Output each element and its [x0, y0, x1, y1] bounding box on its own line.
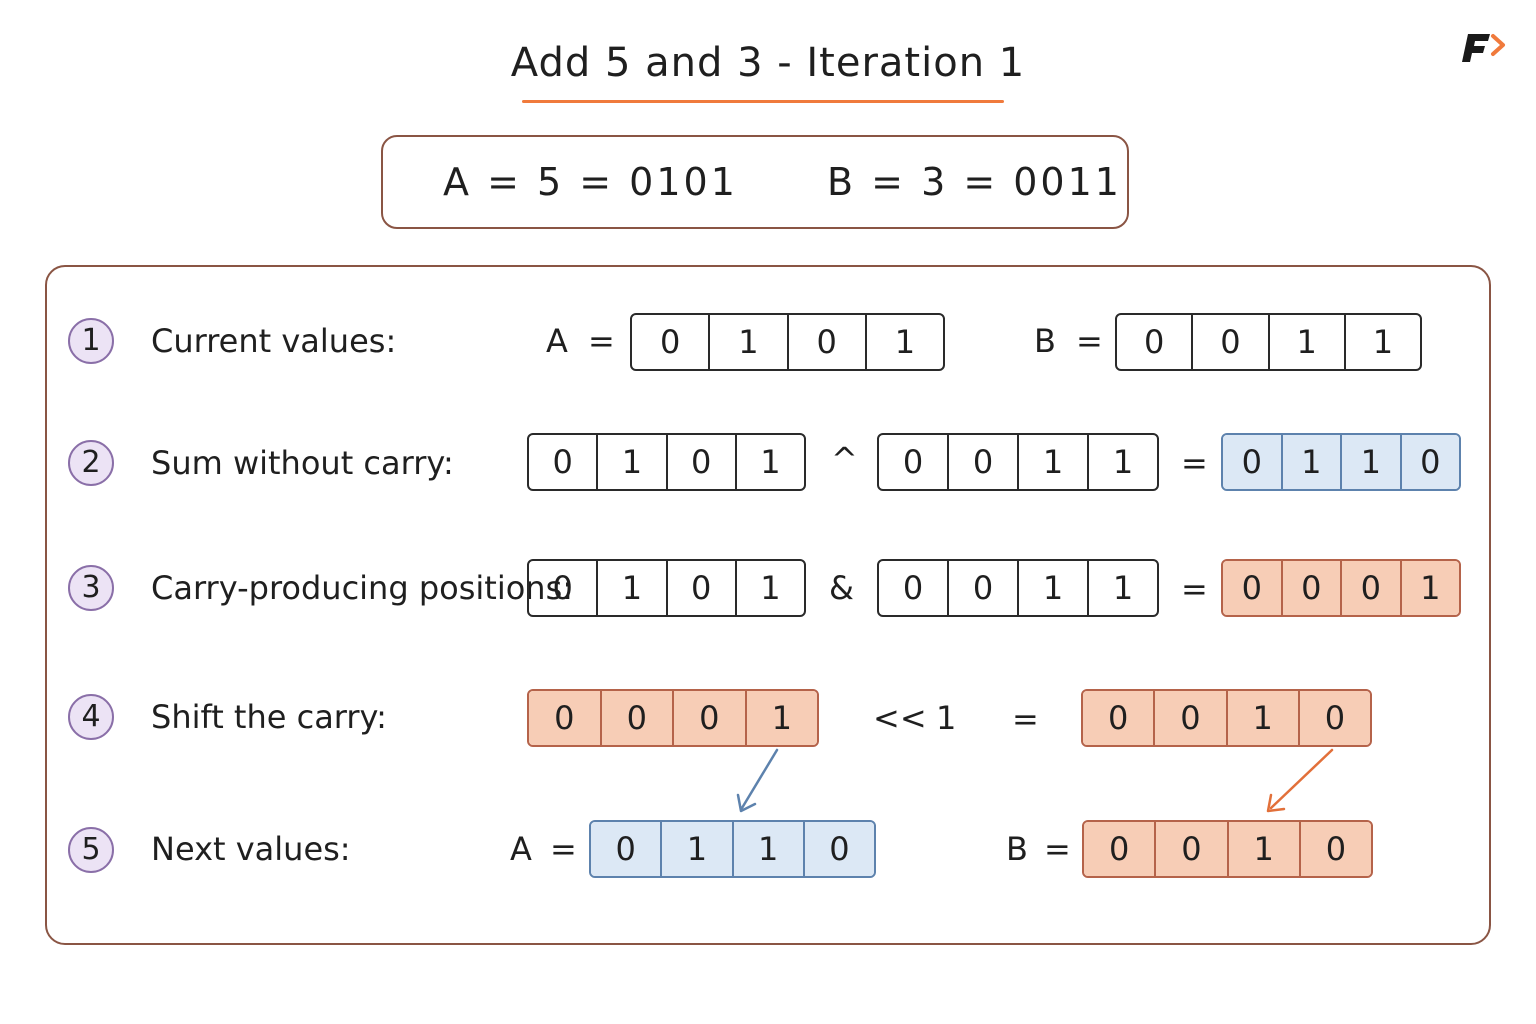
bit-cell: 1: [1087, 435, 1157, 489]
bit-cell: 1: [864, 315, 943, 369]
step4-register-result: 0 0 1 0: [1081, 689, 1372, 747]
bit-cell: 1: [734, 561, 804, 615]
step3-equals: =: [1181, 570, 1208, 608]
bit-cell: 0: [1154, 822, 1227, 876]
step2-register-left: 0 1 0 1: [527, 433, 806, 491]
step4-equals: =: [1012, 700, 1039, 738]
step-number-3: 3: [68, 565, 114, 611]
bit-cell: 0: [947, 561, 1017, 615]
step5-a-label: A: [510, 830, 532, 868]
step1-register-b: 0 0 1 1: [1115, 313, 1422, 371]
step5-b-label: B: [1006, 830, 1028, 868]
bit-cell: 1: [1343, 315, 1420, 369]
bit-cell: 0: [672, 691, 745, 745]
bit-cell: 0: [1223, 561, 1281, 615]
bit-cell: 0: [1083, 691, 1154, 745]
step2-xor-operator: ^: [831, 440, 858, 478]
bit-cell: 0: [591, 822, 661, 876]
bit-cell: 0: [786, 315, 865, 369]
bit-cell: 1: [1017, 561, 1087, 615]
step-number-2: 2: [68, 440, 114, 486]
bit-cell: 0: [665, 435, 735, 489]
bit-cell: 1: [1280, 435, 1340, 489]
bit-cell: 1: [1340, 435, 1400, 489]
bit-cell: 1: [731, 822, 803, 876]
step3-and-operator: &: [829, 569, 854, 607]
bit-cell: 0: [1191, 315, 1267, 369]
step1-b-label: B: [1034, 322, 1056, 360]
bit-cell: 0: [947, 435, 1017, 489]
step-number-1: 1: [68, 318, 114, 364]
step2-equals: =: [1181, 444, 1208, 482]
bit-cell: 0: [1340, 561, 1400, 615]
bit-cell: 0: [902, 443, 924, 481]
summary-a: A = 5 = 0101: [443, 160, 738, 204]
bit-cell: 0: [1280, 561, 1340, 615]
bit-cell: 1: [1225, 691, 1298, 745]
bit-cell: 0: [659, 323, 681, 361]
brand-logo-icon: [1462, 34, 1505, 62]
step1-register-a: 0 1 0 1: [630, 313, 945, 371]
bit-cell: 0: [1143, 323, 1165, 361]
step4-shift-operator: <<: [873, 699, 927, 737]
steps-panel: [45, 265, 1491, 945]
logo-letter-mark: [1462, 34, 1490, 62]
bit-cell: 1: [1226, 822, 1299, 876]
step3-register-result: 0 0 0 1: [1221, 559, 1461, 617]
bit-cell: 1: [1267, 315, 1344, 369]
step2-register-result: 0 1 1 0: [1221, 433, 1461, 491]
summary-box: [381, 135, 1129, 229]
bit-cell: 1: [744, 691, 817, 745]
step3-register-left: 0 1 0 1: [527, 559, 806, 617]
bit-cell: 1: [596, 561, 665, 615]
logo-chevron: [1491, 34, 1505, 56]
step-label-1: Current values:: [151, 322, 397, 360]
step-label-3: Carry-producing positions:: [151, 569, 574, 607]
step5-register-a: 0 1 1 0: [589, 820, 876, 878]
bit-cell: 1: [1399, 561, 1459, 615]
bit-cell: 0: [902, 569, 924, 607]
step-label-2: Sum without carry:: [151, 444, 454, 482]
page-title: Add 5 and 3 - Iteration 1: [510, 40, 1026, 86]
bit-cell: 0: [552, 443, 573, 481]
step-number-4: 4: [68, 694, 114, 740]
bit-cell: 0: [1298, 822, 1371, 876]
bit-cell: 0: [802, 822, 874, 876]
bit-cell: 1: [660, 822, 732, 876]
step1-a-equals: =: [588, 322, 615, 360]
step1-a-label: A: [546, 322, 568, 360]
step-number-5: 5: [68, 827, 114, 873]
bit-cell: 1: [596, 435, 665, 489]
title-underline: [522, 100, 1004, 103]
bit-cell: 1: [1087, 561, 1157, 615]
step1-b-equals: =: [1076, 322, 1103, 360]
bit-cell: 0: [1399, 435, 1459, 489]
step4-shift-amount: 1: [936, 699, 957, 737]
step-label-4: Shift the carry:: [151, 698, 387, 736]
bit-cell: 0: [529, 691, 600, 745]
bit-cell: 0: [1223, 435, 1281, 489]
bit-cell: 0: [665, 561, 735, 615]
step5-a-equals: =: [550, 830, 577, 868]
bit-cell: 0: [599, 691, 672, 745]
summary-b: B = 3 = 0011: [827, 160, 1122, 204]
step3-register-right: 0 0 1 1: [877, 559, 1159, 617]
bit-cell: 1: [708, 315, 786, 369]
step-label-5: Next values:: [151, 830, 351, 868]
step5-b-equals: =: [1044, 830, 1071, 868]
bit-cell: 0: [1297, 691, 1370, 745]
step4-register-carry: 0 0 0 1: [527, 689, 819, 747]
bit-cell: 0: [1084, 822, 1155, 876]
step2-register-right: 0 0 1 1: [877, 433, 1159, 491]
bit-cell: 1: [734, 435, 804, 489]
bit-cell: 0: [1153, 691, 1226, 745]
step5-register-b: 0 0 1 0: [1082, 820, 1373, 878]
bit-cell: 0: [552, 569, 573, 607]
bit-cell: 1: [1017, 435, 1087, 489]
